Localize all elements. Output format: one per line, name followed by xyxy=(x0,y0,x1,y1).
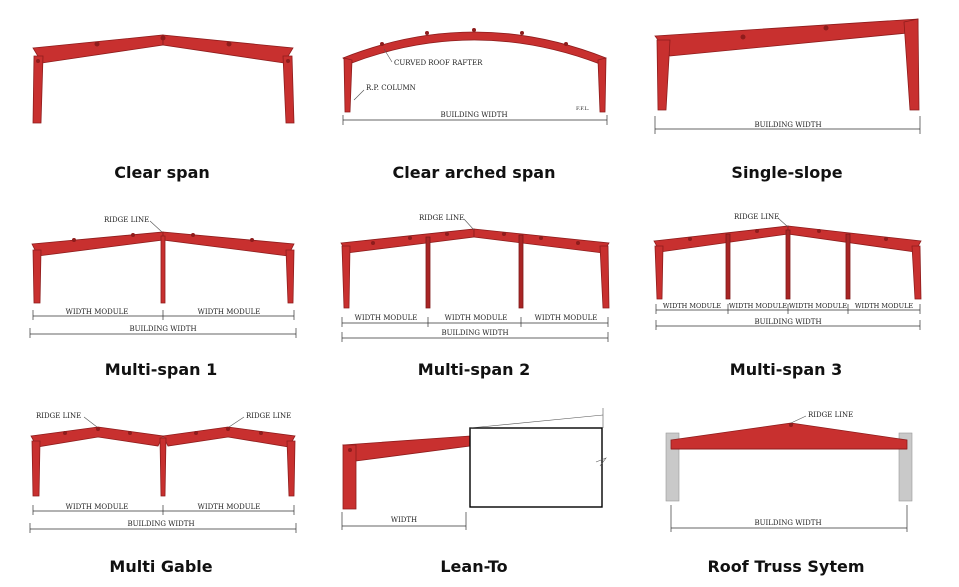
frame-multi-span-1 xyxy=(31,231,295,304)
title-multi-span-3: Multi-span 3 xyxy=(730,360,842,379)
annotation-building-width: BUILDING WIDTH xyxy=(754,318,821,326)
annotation-ridge-line-1: RIDGE LINE xyxy=(36,412,81,420)
annotation-width: WIDTH xyxy=(391,516,417,524)
frame-lean-to xyxy=(342,435,471,510)
title-clear-arched-span: Clear arched span xyxy=(393,163,556,182)
dimension-building-width xyxy=(670,505,908,532)
panel-multi-span-3: RIDGE LINE WIDTH MODULE WIDTH MODULE WID… xyxy=(653,213,922,379)
annotation-ridge-line-2: RIDGE LINE xyxy=(246,412,291,420)
annotation-building-width: BUILDING WIDTH xyxy=(754,121,821,129)
title-clear-span: Clear span xyxy=(114,163,210,182)
panel-lean-to: WIDTH Lean-To xyxy=(341,408,607,576)
annotation-ffl: F.F.L. xyxy=(576,106,590,112)
dimension-modules xyxy=(29,310,297,338)
annotation-width-module-2: WIDTH MODULE xyxy=(729,302,788,310)
annotation-building-width: BUILDING WIDTH xyxy=(440,111,507,119)
panel-single-slope: BUILDING WIDTH Single-slope xyxy=(654,18,921,182)
annotation-width-module-1: WIDTH MODULE xyxy=(355,314,418,322)
annotation-curved-roof-rafter: CURVED ROOF RAFTER xyxy=(394,59,483,67)
frame-clear-arched-span xyxy=(342,28,607,113)
dimension-building-width xyxy=(342,115,608,125)
annotation-width-module-2: WIDTH MODULE xyxy=(445,314,508,322)
title-multi-span-2: Multi-span 2 xyxy=(418,360,530,379)
panel-multi-gable: RIDGE LINE RIDGE LINE WIDTH MODULE WIDTH… xyxy=(29,412,297,576)
title-single-slope: Single-slope xyxy=(731,163,842,182)
annotation-building-width: BUILDING WIDTH xyxy=(129,325,196,333)
annotation-building-width: BUILDING WIDTH xyxy=(754,519,821,527)
frame-multi-span-2 xyxy=(340,228,610,309)
dimension-building-width xyxy=(654,116,921,134)
dimension-modules xyxy=(341,317,609,342)
title-multi-span-1: Multi-span 1 xyxy=(105,360,217,379)
annotation-building-width: BUILDING WIDTH xyxy=(127,520,194,528)
frame-multi-gable xyxy=(30,426,296,497)
annotation-width-module-3: WIDTH MODULE xyxy=(789,302,848,310)
frame-multi-span-3 xyxy=(653,225,922,300)
annotation-width-module-1: WIDTH MODULE xyxy=(66,308,129,316)
dimension-modules xyxy=(29,505,297,533)
adjacent-building-outline xyxy=(469,408,607,508)
panel-multi-span-1: RIDGE LINE WIDTH MODULE WIDTH MODULE BUI… xyxy=(29,216,297,379)
annotation-width-module-3: WIDTH MODULE xyxy=(535,314,598,322)
title-roof-truss-system: Roof Truss Sytem xyxy=(707,557,864,576)
annotation-building-width: BUILDING WIDTH xyxy=(441,329,508,337)
frame-single-slope xyxy=(654,18,920,111)
frame-roof-truss-system xyxy=(665,422,913,502)
dimension-modules xyxy=(655,304,921,330)
annotation-ridge-line: RIDGE LINE xyxy=(734,213,779,221)
panel-clear-span: Clear span xyxy=(32,34,295,182)
annotation-rp-column: R.P. COLUMN xyxy=(366,84,416,92)
annotation-width-module-1: WIDTH MODULE xyxy=(663,302,722,310)
annotation-width-module-1: WIDTH MODULE xyxy=(66,503,129,511)
annotation-width-module-2: WIDTH MODULE xyxy=(198,503,261,511)
annotation-ridge-line: RIDGE LINE xyxy=(808,411,853,419)
annotation-ridge-line: RIDGE LINE xyxy=(419,214,464,222)
panel-roof-truss-system: RIDGE LINE BUILDING WIDTH Roof Truss Syt… xyxy=(665,411,913,576)
title-lean-to: Lean-To xyxy=(440,557,507,576)
panel-clear-arched-span: CURVED ROOF RAFTER R.P. COLUMN F.F.L. BU… xyxy=(342,28,608,182)
frame-clear-span xyxy=(32,34,295,124)
annotation-width-module-4: WIDTH MODULE xyxy=(855,302,914,310)
annotation-ridge-line: RIDGE LINE xyxy=(104,216,149,224)
title-multi-gable: Multi Gable xyxy=(109,557,212,576)
dimension-width xyxy=(341,512,467,530)
annotation-width-module-2: WIDTH MODULE xyxy=(198,308,261,316)
panel-multi-span-2: RIDGE LINE WIDTH MODULE WIDTH MODULE WID… xyxy=(340,214,610,379)
